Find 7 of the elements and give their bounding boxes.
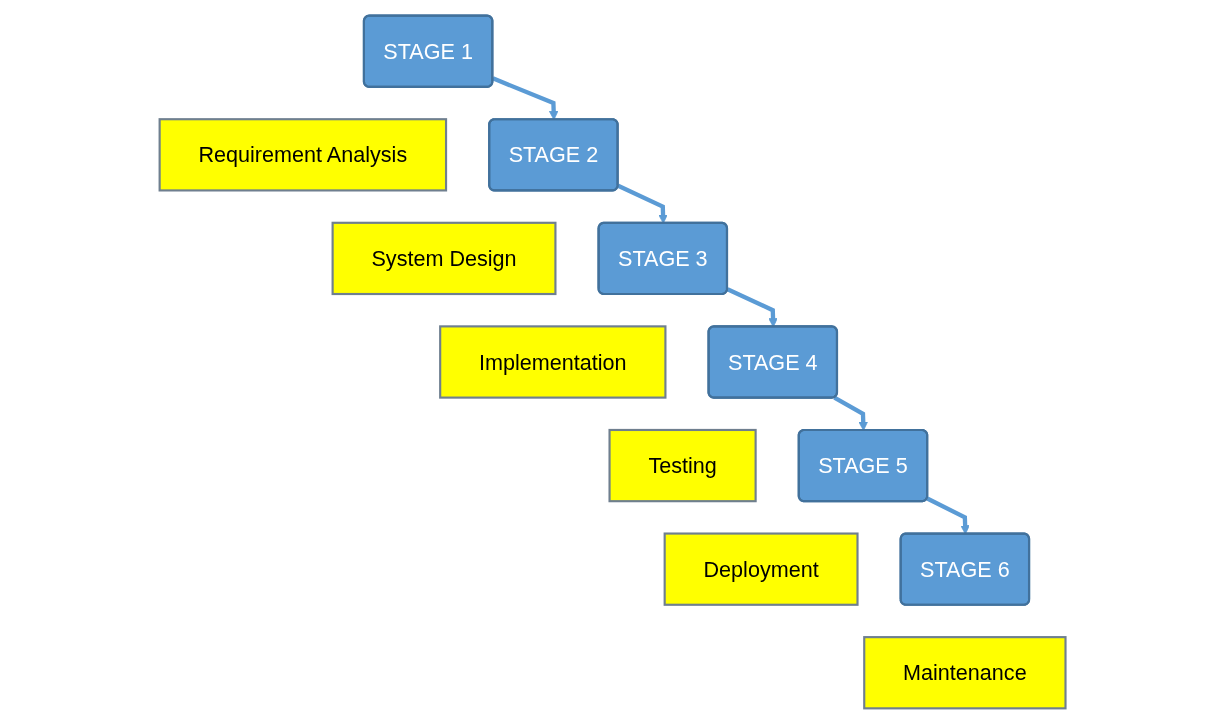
node-box: Requirement Analysis (159, 117, 448, 191)
node-box: Deployment (664, 531, 859, 606)
node-box: Implementation (439, 324, 667, 399)
node-box: Maintenance (863, 635, 1067, 709)
arrow (926, 496, 971, 534)
node-box: System Design (331, 221, 557, 295)
node-box: Testing (608, 428, 758, 502)
